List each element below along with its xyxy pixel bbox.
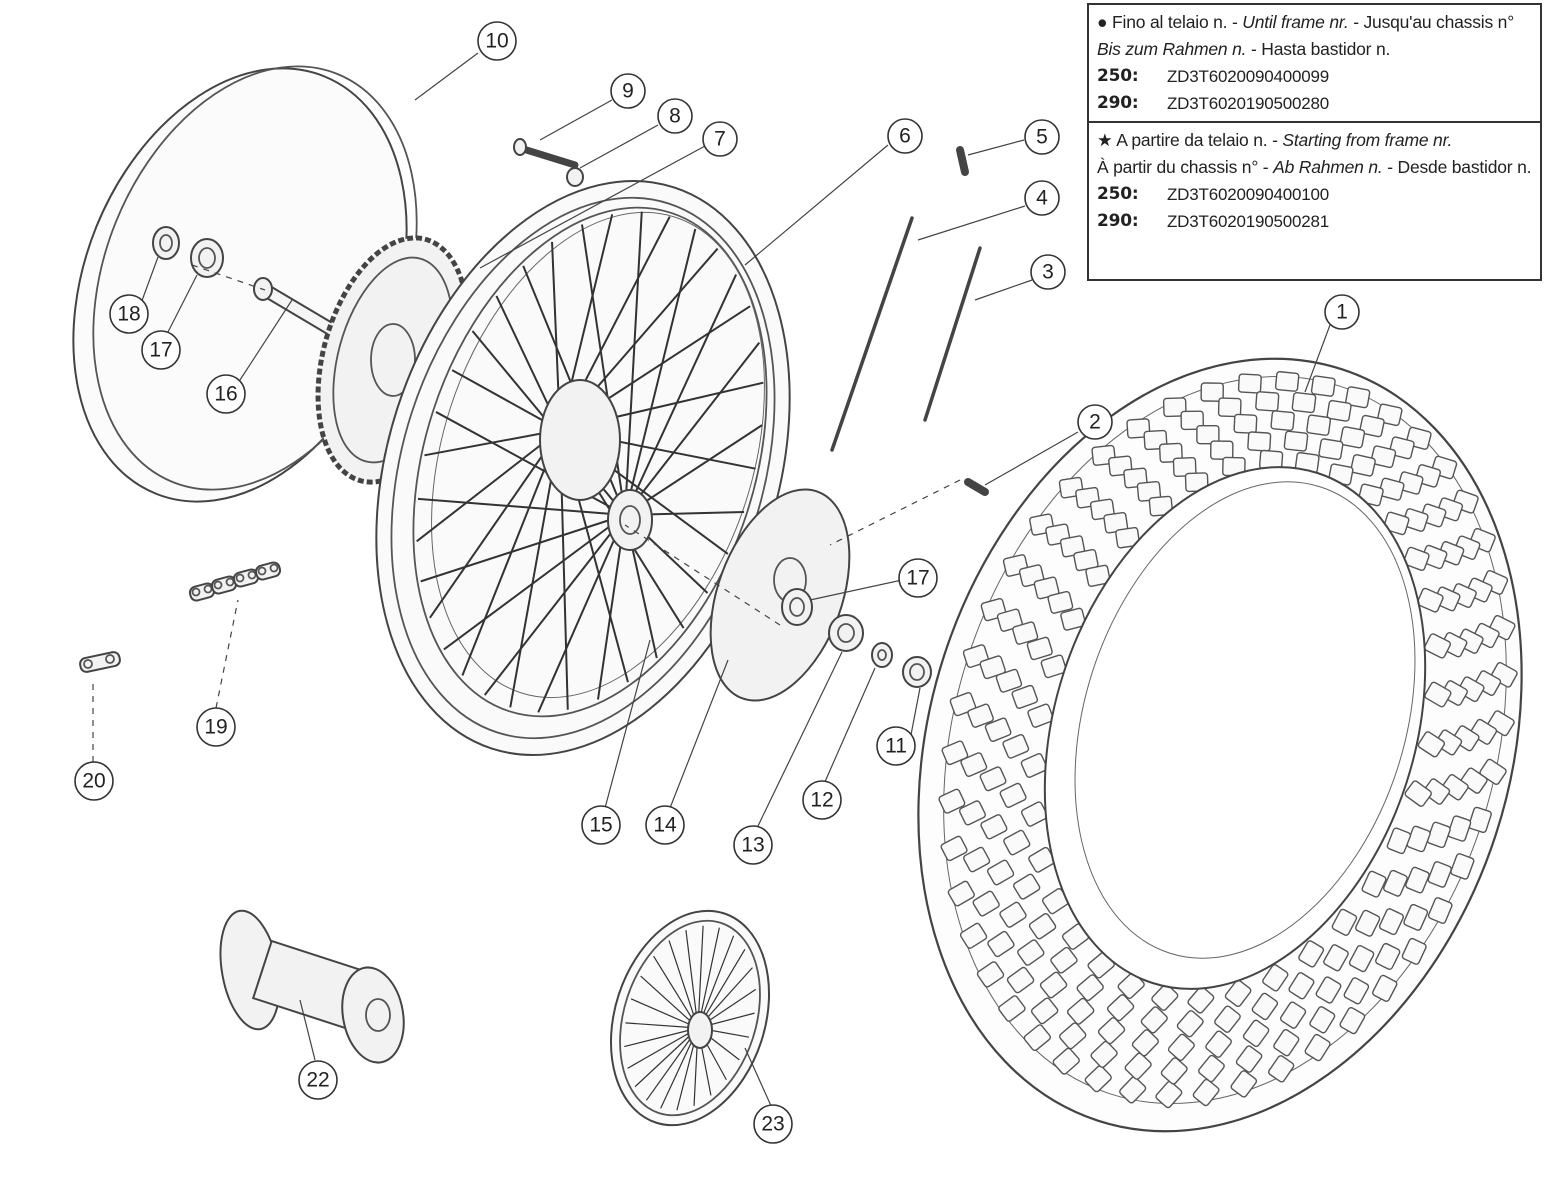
svg-text:10: 10 [485, 30, 508, 53]
svg-text:6: 6 [899, 125, 911, 148]
part-19-chain [188, 561, 282, 602]
callout-19: 19 [196, 707, 236, 747]
callout-18: 18 [109, 294, 149, 334]
from-frame-section: ★ A partire da telaio n. - Starting from… [1089, 121, 1540, 239]
svg-text:2: 2 [1089, 411, 1101, 434]
part-9-bolt [513, 138, 579, 169]
part-17-bearing-right [781, 588, 813, 626]
callout-11: 11 [876, 726, 916, 766]
bullet-icon: ● [1097, 12, 1108, 32]
svg-text:13: 13 [741, 834, 764, 857]
part-22-hub [219, 909, 405, 1064]
callout-20: 20 [74, 761, 114, 801]
part-5-valve [956, 146, 969, 176]
callout-17-left: 17 [141, 330, 181, 370]
part-1-tire [917, 357, 1523, 1133]
until-line-2: Bis zum Rahmen n. - Hasta bastidor n. [1097, 39, 1391, 59]
until-frame-section: ● Fino al telaio n. - Until frame nr. - … [1089, 5, 1540, 121]
part-15-hub [539, 379, 653, 551]
svg-text:17: 17 [149, 339, 172, 362]
callout-6: 6 [887, 118, 923, 154]
part-2-bolt [964, 478, 989, 496]
from-line-1: ★ A partire da telaio n. - Starting from… [1097, 130, 1453, 150]
until-row-290: 290: ZD3T6020190500280 [1097, 93, 1330, 113]
callout-15: 15 [581, 805, 621, 845]
star-icon: ★ [1097, 130, 1113, 150]
from-row-250: 250: ZD3T6020090400100 [1097, 184, 1330, 204]
svg-text:8: 8 [669, 105, 681, 128]
callout-16: 16 [206, 374, 246, 414]
leader-lines [92, 52, 1331, 1109]
from-row-290: 290: ZD3T6020190500281 [1097, 211, 1330, 231]
part-3-spoke [923, 246, 982, 422]
svg-text:9: 9 [622, 80, 634, 103]
part-8-nut [566, 167, 584, 187]
callout-14: 14 [645, 805, 685, 845]
callout-9: 9 [610, 73, 646, 109]
svg-text:17: 17 [906, 567, 929, 590]
part-18-spacer [152, 226, 180, 260]
part-4-spoke [830, 216, 914, 452]
svg-text:1: 1 [1336, 301, 1348, 324]
svg-text:19: 19 [204, 716, 227, 739]
svg-text:18: 18 [117, 303, 140, 326]
svg-text:14: 14 [653, 814, 677, 837]
callout-1: 1 [1324, 294, 1360, 330]
callout-5: 5 [1024, 119, 1060, 155]
svg-text:22: 22 [306, 1069, 329, 1092]
svg-text:23: 23 [761, 1113, 784, 1136]
part-20-master-link [79, 651, 121, 673]
svg-text:5: 5 [1036, 126, 1048, 149]
part-17-bearing-left [190, 238, 224, 278]
svg-text:20: 20 [82, 770, 105, 793]
until-row-250: 250: ZD3T6020090400099 [1097, 66, 1330, 86]
callout-12: 12 [802, 780, 842, 820]
callout-8: 8 [657, 98, 693, 134]
callout-23: 23 [753, 1104, 793, 1144]
part-11-nut [902, 656, 932, 688]
svg-text:12: 12 [810, 789, 833, 812]
svg-text:15: 15 [589, 814, 612, 837]
callout-22: 22 [298, 1060, 338, 1100]
callout-2: 2 [1077, 404, 1113, 440]
callout-17-right: 17 [898, 558, 938, 598]
svg-text:11: 11 [885, 735, 907, 758]
callout-13: 13 [733, 825, 773, 865]
svg-text:4: 4 [1036, 187, 1048, 210]
callout-3: 3 [1030, 254, 1066, 290]
callout-10: 10 [477, 21, 517, 61]
until-line-1: ● Fino al telaio n. - Until frame nr. - … [1097, 12, 1514, 32]
frame-number-box: ● Fino al telaio n. - Until frame nr. - … [1087, 3, 1542, 281]
svg-text:16: 16 [214, 383, 237, 406]
part-12-washer [871, 642, 893, 668]
part-13-spacer [828, 614, 864, 652]
callout-7: 7 [702, 121, 738, 157]
callout-4: 4 [1024, 180, 1060, 216]
from-line-2: À partir du chassis n° - Ab Rahmen n. - … [1097, 157, 1532, 177]
svg-text:7: 7 [714, 128, 726, 151]
svg-text:3: 3 [1042, 261, 1054, 284]
part-23-wheel-assembly [609, 909, 771, 1127]
